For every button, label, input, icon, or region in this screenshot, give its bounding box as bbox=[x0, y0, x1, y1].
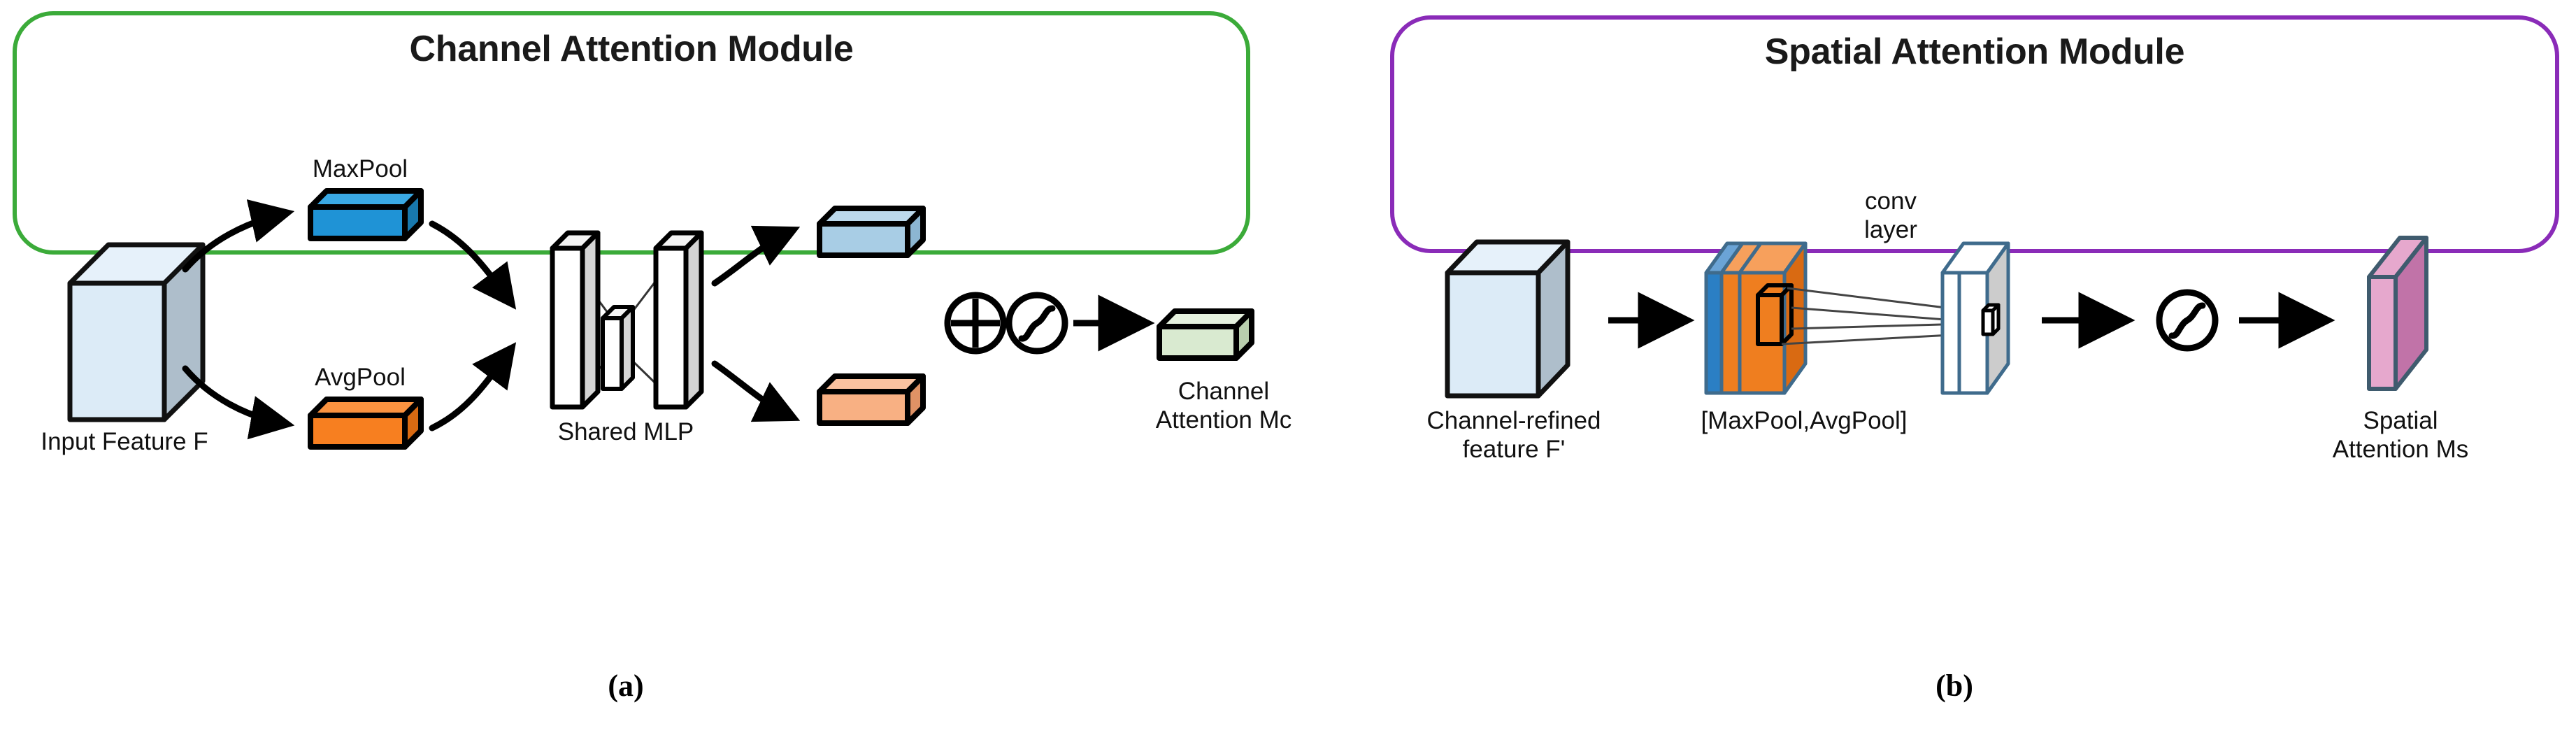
pooled-slabs bbox=[1704, 241, 1808, 395]
shared-mlp-label: Shared MLP bbox=[557, 418, 694, 445]
channel-attention-title: Channel Attention Module bbox=[409, 29, 854, 69]
panel-b-caption: (b) bbox=[1935, 669, 1973, 703]
shared-mlp bbox=[550, 230, 704, 410]
avgpool-label: AvgPool bbox=[315, 364, 406, 391]
sigmoid-icon-b bbox=[2156, 289, 2219, 352]
sigmoid-icon-a bbox=[1006, 292, 1068, 355]
arrow-mlp-to-peach-out bbox=[711, 360, 801, 422]
avgpool-bar bbox=[308, 397, 424, 450]
channel-refined-feature-label: Channel-refined feature F' bbox=[1426, 407, 1601, 463]
spatial-attention-output-slab bbox=[2367, 236, 2428, 391]
elementwise-sum-icon bbox=[944, 292, 1007, 355]
conv-projection-lines bbox=[1781, 287, 1991, 345]
arrow-cube-to-avgpool bbox=[182, 365, 295, 440]
panel-a-caption: (a) bbox=[608, 669, 644, 703]
conv-layer-label: conv layer bbox=[1864, 187, 1917, 243]
input-feature-label: Input Feature F bbox=[41, 428, 208, 455]
spatial-attention-output-label: Spatial Attention Ms bbox=[2332, 407, 2469, 463]
channel-refined-cube bbox=[1445, 239, 1570, 399]
conv-output-slab bbox=[1940, 241, 2010, 395]
spatial-attention-title: Spatial Attention Module bbox=[1764, 31, 2185, 72]
input-feature-cube bbox=[67, 242, 206, 422]
arrow-avgpool-to-mlp bbox=[429, 342, 517, 431]
channel-attention-output-bar bbox=[1157, 308, 1254, 361]
channel-attention-output-label: Channel Attention Mc bbox=[1155, 378, 1292, 434]
maxpool-label: MaxPool bbox=[312, 155, 408, 183]
pooled-slabs-label: [MaxPool,AvgPool] bbox=[1701, 407, 1908, 434]
mlp-output-peach-bar bbox=[817, 373, 926, 426]
